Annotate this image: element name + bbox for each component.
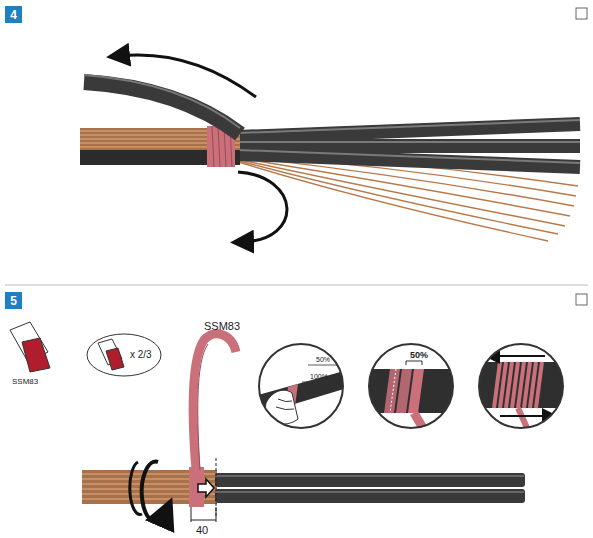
checkbox bbox=[576, 294, 587, 305]
rotation-arrow bbox=[130, 462, 142, 515]
separator bbox=[5, 285, 588, 286]
rotation-arrow bbox=[142, 462, 166, 522]
note-text: 100% bbox=[310, 373, 328, 380]
sheath-highlight bbox=[84, 75, 240, 128]
detail-inset bbox=[470, 344, 580, 430]
part-label: SSM83 bbox=[12, 378, 38, 386]
motion-arrow bbox=[238, 172, 287, 242]
step-number: 5 bbox=[5, 292, 22, 309]
node-outline bbox=[258, 343, 344, 429]
note-text: 50% bbox=[316, 356, 330, 363]
detail-inset: 50% 100% bbox=[258, 343, 344, 429]
detail-inset: x 2/3 bbox=[86, 333, 162, 377]
step-number-text: 4 bbox=[5, 9, 22, 21]
dimension-bracket bbox=[191, 507, 216, 522]
cable-cores bbox=[215, 473, 525, 503]
tape-strip bbox=[189, 334, 236, 507]
motion-arrow bbox=[118, 55, 256, 97]
checkbox bbox=[576, 8, 587, 19]
step-number-text: 5 bbox=[5, 295, 22, 307]
tape-icon bbox=[10, 322, 50, 372]
step-number: 4 bbox=[5, 6, 22, 23]
cable-cores bbox=[238, 120, 580, 167]
direction-arrow bbox=[198, 479, 214, 497]
note-text: x 2/3 bbox=[130, 350, 152, 360]
detail-inset: 50% bbox=[368, 343, 454, 429]
dimension-label: 40 bbox=[196, 525, 208, 536]
note-text: 50% bbox=[410, 351, 428, 360]
part-label: SSM83 bbox=[204, 321, 240, 332]
